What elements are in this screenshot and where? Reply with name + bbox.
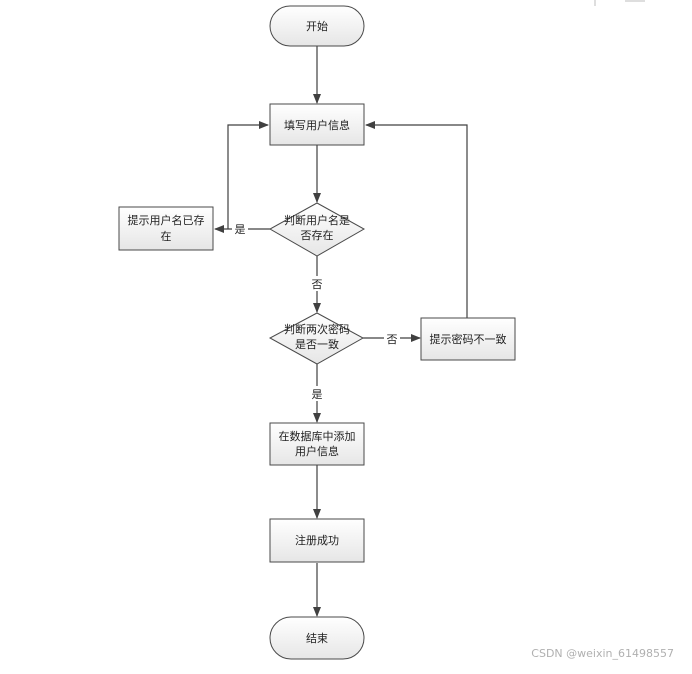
node-check-user-label-1: 判断用户名是 <box>284 213 350 227</box>
edge-label-no-exists: 否 <box>312 278 323 291</box>
node-add-db-label-2: 用户信息 <box>295 444 339 458</box>
node-pwd-mismatch-label: 提示密码不一致 <box>430 332 507 346</box>
node-end: 结束 <box>269 616 365 660</box>
edge-exists-back-to-fill <box>227 121 269 229</box>
node-add-db: 在数据库中添加 用户信息 <box>269 422 365 466</box>
node-check-user-label-2: 否存在 <box>301 228 334 242</box>
node-fill-info-label: 填写用户信息 <box>284 118 350 132</box>
edge-label-no-pwd: 否 <box>387 333 398 346</box>
edge-label-yes-exists: 是 <box>235 223 246 236</box>
node-user-exists-label-1: 提示用户名已存 <box>128 213 205 227</box>
node-check-pwd-label-2: 是否一致 <box>295 337 339 351</box>
watermark: CSDN @weixin_61498557 <box>531 647 674 660</box>
node-check-pwd-label-1: 判断两次密码 <box>284 322 350 336</box>
node-add-db-label-1: 在数据库中添加 <box>279 429 356 443</box>
node-register-ok: 注册成功 <box>269 518 365 563</box>
node-register-ok-label: 注册成功 <box>295 533 339 547</box>
node-pwd-mismatch: 提示密码不一致 <box>420 317 516 361</box>
node-start-label: 开始 <box>306 19 328 33</box>
node-user-exists-label-2: 在 <box>161 230 172 243</box>
node-start: 开始 <box>269 5 365 47</box>
edge-label-yes-pwd: 是 <box>312 388 323 401</box>
edge-mismatch-back-to-fill <box>365 121 468 318</box>
node-fill-info: 填写用户信息 <box>269 103 365 146</box>
node-check-pwd: 判断两次密码 是否一致 <box>268 312 365 365</box>
node-check-user: 判断用户名是 否存在 <box>268 202 366 257</box>
node-end-label: 结束 <box>306 632 328 645</box>
node-user-exists: 提示用户名已存 在 <box>118 206 214 251</box>
